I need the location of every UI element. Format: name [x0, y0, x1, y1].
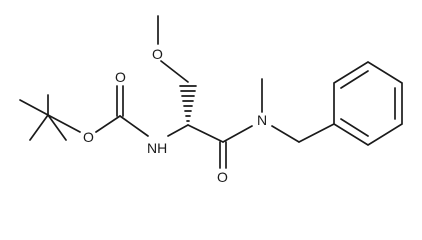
bond-alpha-c-carbonyl-c	[187, 124, 224, 143]
bond-lines	[19, 15, 403, 169]
atom-label-carbamate-ether-o: O	[83, 129, 94, 145]
atom-label-amide-carbonyl-o: O	[217, 169, 228, 185]
bond-tbu-methyl-bottom	[29, 114, 49, 141]
atom-labels: O O O NH N O	[83, 46, 267, 185]
bond-carbonyl-c-nh	[119, 115, 149, 137]
bond-tbu-o	[47, 114, 81, 133]
bond-n-benzyl-ch2	[271, 125, 300, 143]
bond-amide-c-n	[222, 125, 253, 143]
bond-ch2-o	[160, 60, 189, 83]
stereo-hash-bond	[179, 85, 197, 122]
atom-label-methoxy-o: O	[152, 46, 163, 62]
atom-label-carbamate-carbonyl-o: O	[115, 69, 126, 85]
bond-tbu-methyl-left	[19, 99, 49, 116]
benzene-double-bond-1	[340, 70, 369, 89]
bond-tbu-methyl-right	[47, 114, 67, 141]
bond-nh-alpha-c	[167, 124, 189, 137]
benzene-double-bond-3	[340, 118, 369, 137]
atom-label-nh: NH	[147, 140, 167, 156]
molecule-structure: O O O NH N O	[19, 15, 403, 185]
bond-o-carbonyl-c	[95, 115, 121, 133]
atom-label-amide-n: N	[257, 112, 267, 128]
benzene-ring	[333, 61, 403, 146]
bond-benzyl-ch2-ring	[298, 123, 335, 143]
